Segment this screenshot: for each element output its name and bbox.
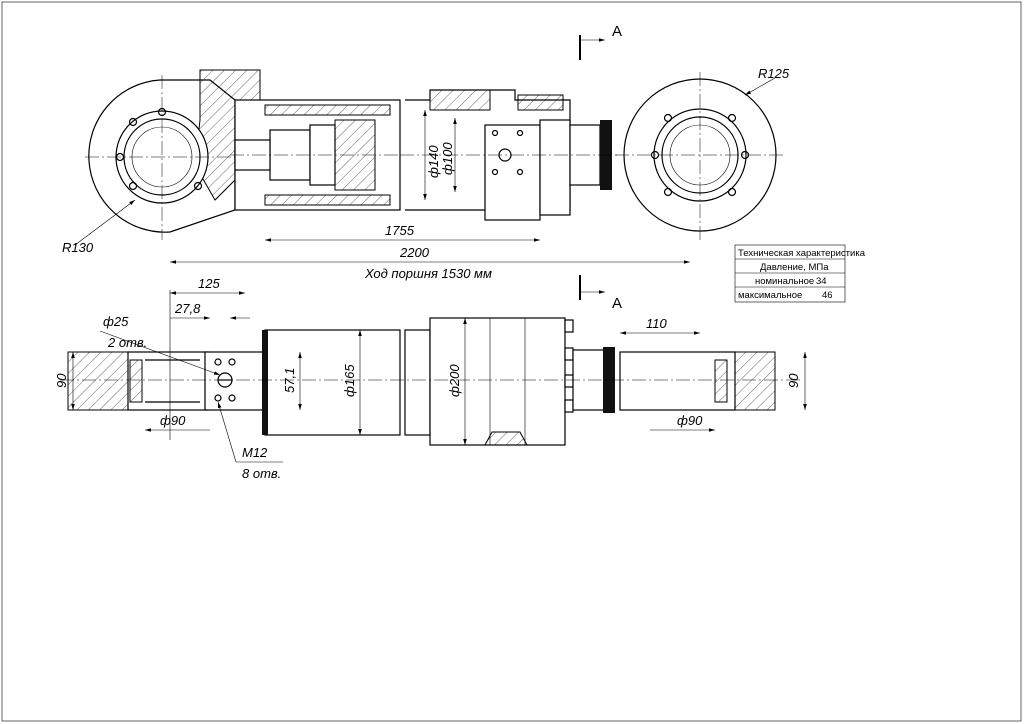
- valve-block: [484, 124, 541, 221]
- dim-d200: ф200: [447, 364, 462, 397]
- dim-d100: ф100: [440, 142, 455, 175]
- dim-d90-right: ф90: [677, 413, 703, 428]
- dim-90-left: 90: [54, 373, 69, 388]
- piston-stroke-label: Ход поршня 1530 мм: [364, 266, 492, 281]
- svg-text:A: A: [612, 295, 622, 312]
- holes-8-label: 8 отв.: [242, 466, 281, 481]
- dim-d165: ф165: [342, 364, 357, 397]
- thread-m12-label: M12: [242, 445, 268, 460]
- bottom-view: 125 27,8 ф25 2 отв. 90 ф90 M12 8 отв. 57…: [54, 276, 807, 481]
- dim-d90-left: ф90: [160, 413, 186, 428]
- spec-row-label: максимальное: [738, 290, 802, 301]
- dim-110: 110: [646, 316, 667, 331]
- section-mark-top: A: [579, 23, 622, 60]
- spec-table: Техническая характеристика Давление, МПа…: [734, 244, 866, 303]
- dim-d25: ф25: [103, 314, 129, 329]
- left-eye: [85, 69, 261, 240]
- dim-27-8: 27,8: [174, 301, 201, 316]
- spec-table-title: Техническая характеристика: [738, 248, 866, 259]
- spec-row-value: 34: [816, 276, 827, 287]
- spec-row-value: 46: [822, 290, 833, 301]
- spec-row-label: номинальное: [755, 276, 814, 287]
- dim-90-right: 90: [786, 373, 801, 388]
- cylinder-head-side: [429, 317, 566, 446]
- dim-57-1: 57,1: [282, 368, 297, 393]
- holes-2-label: 2 отв.: [107, 335, 147, 350]
- dim-2200: 2200: [399, 245, 430, 260]
- right-eye: [615, 72, 785, 240]
- spec-table-header: Давление, МПа: [760, 262, 829, 273]
- dim-d140: ф140: [426, 145, 441, 178]
- dim-125: 125: [198, 276, 220, 291]
- left-eye-section: [67, 351, 129, 411]
- dim-r130: R130: [62, 240, 94, 255]
- dim-1755: 1755: [385, 223, 415, 238]
- section-mark-bottom: A: [579, 275, 622, 312]
- dim-r125: R125: [758, 66, 790, 81]
- top-view: 1755 2200 Ход поршня 1530 мм R130 R125 ф…: [62, 23, 790, 312]
- svg-text:A: A: [612, 23, 622, 40]
